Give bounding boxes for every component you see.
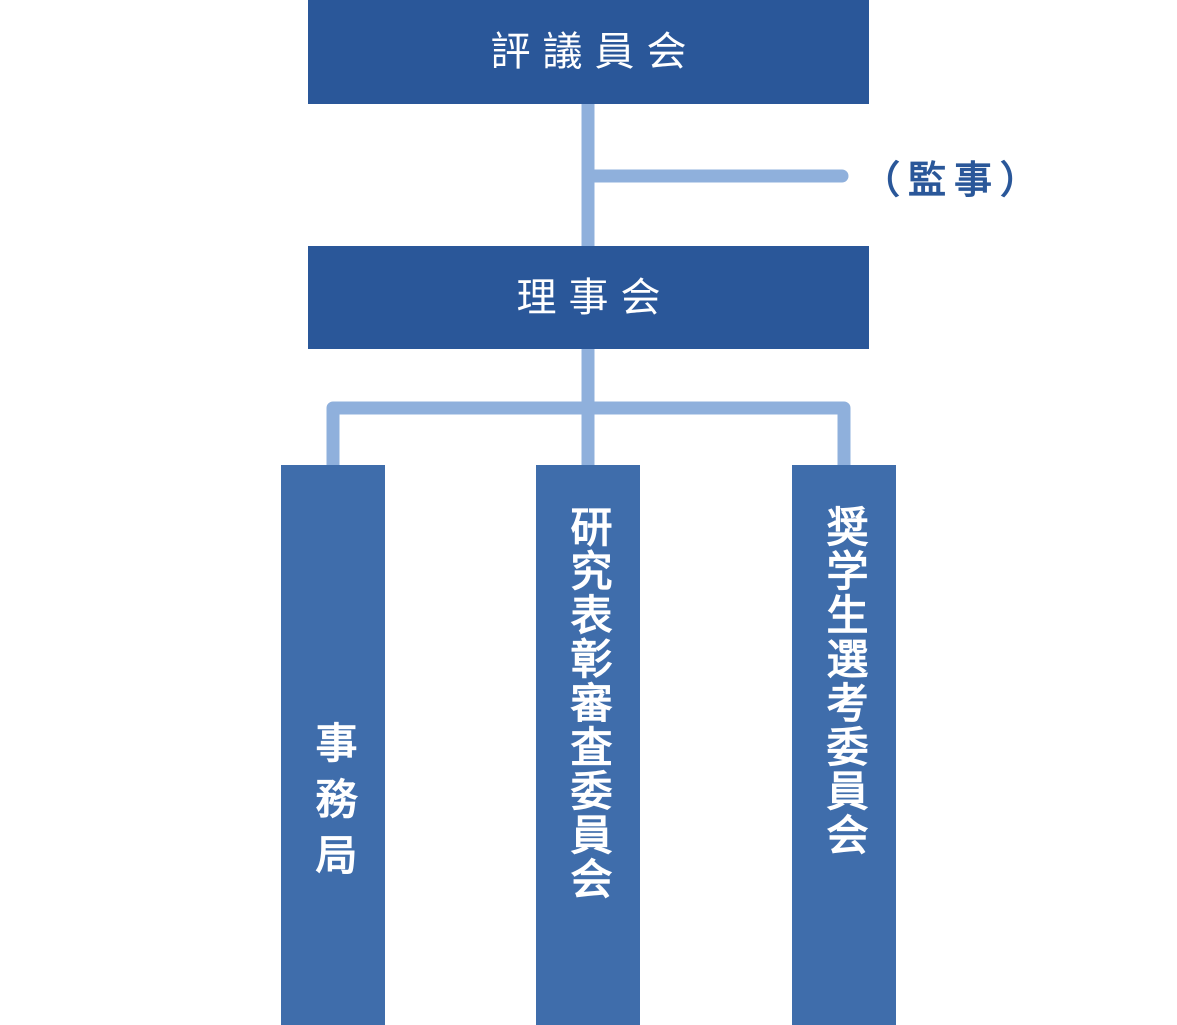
board-box: 理事会	[308, 246, 869, 349]
council-box: 評議員会	[308, 0, 869, 104]
secretariat-label: 事務局	[309, 721, 358, 889]
scholarship-committee-label: 奨学生選考委員会	[820, 505, 869, 857]
research-committee-box: 研究表彰審査委員会	[536, 465, 640, 1025]
board-label: 理事会	[516, 274, 673, 321]
auditor-label: （監事）	[862, 156, 1047, 202]
council-label: 評議員会	[490, 29, 699, 75]
secretariat-box: 事務局	[281, 465, 385, 1025]
research-committee-label: 研究表彰審査委員会	[564, 505, 613, 901]
scholarship-committee-box: 奨学生選考委員会	[792, 465, 896, 1025]
connector-horizontal-bar	[326, 401, 851, 465]
